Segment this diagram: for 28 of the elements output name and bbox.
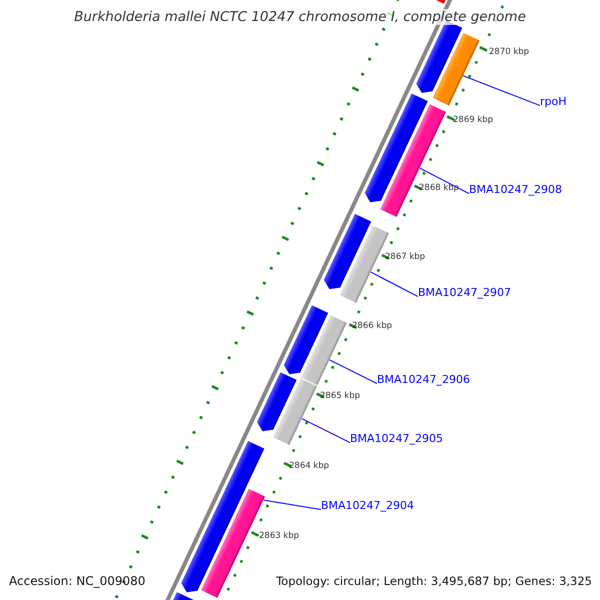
gene-label: BMA10247_2907 bbox=[418, 286, 512, 300]
gene-feature bbox=[256, 372, 297, 432]
gene-label: rpoH bbox=[540, 95, 567, 108]
accession-label: Accession: NC_009080 bbox=[9, 574, 146, 588]
leader-line bbox=[419, 168, 470, 194]
gene-label: BMA10247_2908 bbox=[469, 183, 562, 196]
gene-label: BMA10247_2904 bbox=[321, 499, 414, 512]
leader-line bbox=[301, 418, 350, 444]
leader-line bbox=[370, 272, 418, 298]
gene-bar bbox=[432, 32, 480, 106]
scale-label: 2863 kbp bbox=[259, 531, 300, 542]
leader-line bbox=[263, 500, 322, 510]
scale-label: 2870 kbp bbox=[489, 47, 530, 58]
gene-label: BMA10247_2905 bbox=[350, 432, 444, 446]
scale-label: 2868 kbp bbox=[419, 183, 460, 194]
gene-label: BMA10247_2906 bbox=[377, 373, 470, 386]
genome-info: Topology: circular; Length: 3,495,687 bp; Genes: 3,325 bbox=[276, 575, 592, 589]
scale-label: 2867 kbp bbox=[385, 252, 426, 262]
leader-line bbox=[329, 359, 378, 384]
scale-label: 2869 kbp bbox=[453, 115, 494, 126]
gene-feature bbox=[324, 214, 372, 290]
scale-label: 2864 kbp bbox=[289, 461, 330, 472]
gene-bar bbox=[301, 315, 347, 386]
gene-bar bbox=[272, 378, 317, 445]
gene-feature bbox=[284, 305, 328, 374]
gene-bar bbox=[380, 104, 446, 217]
scale-label: 2865 kbp bbox=[320, 391, 360, 402]
scale-label: 2866 kbp bbox=[352, 321, 392, 332]
